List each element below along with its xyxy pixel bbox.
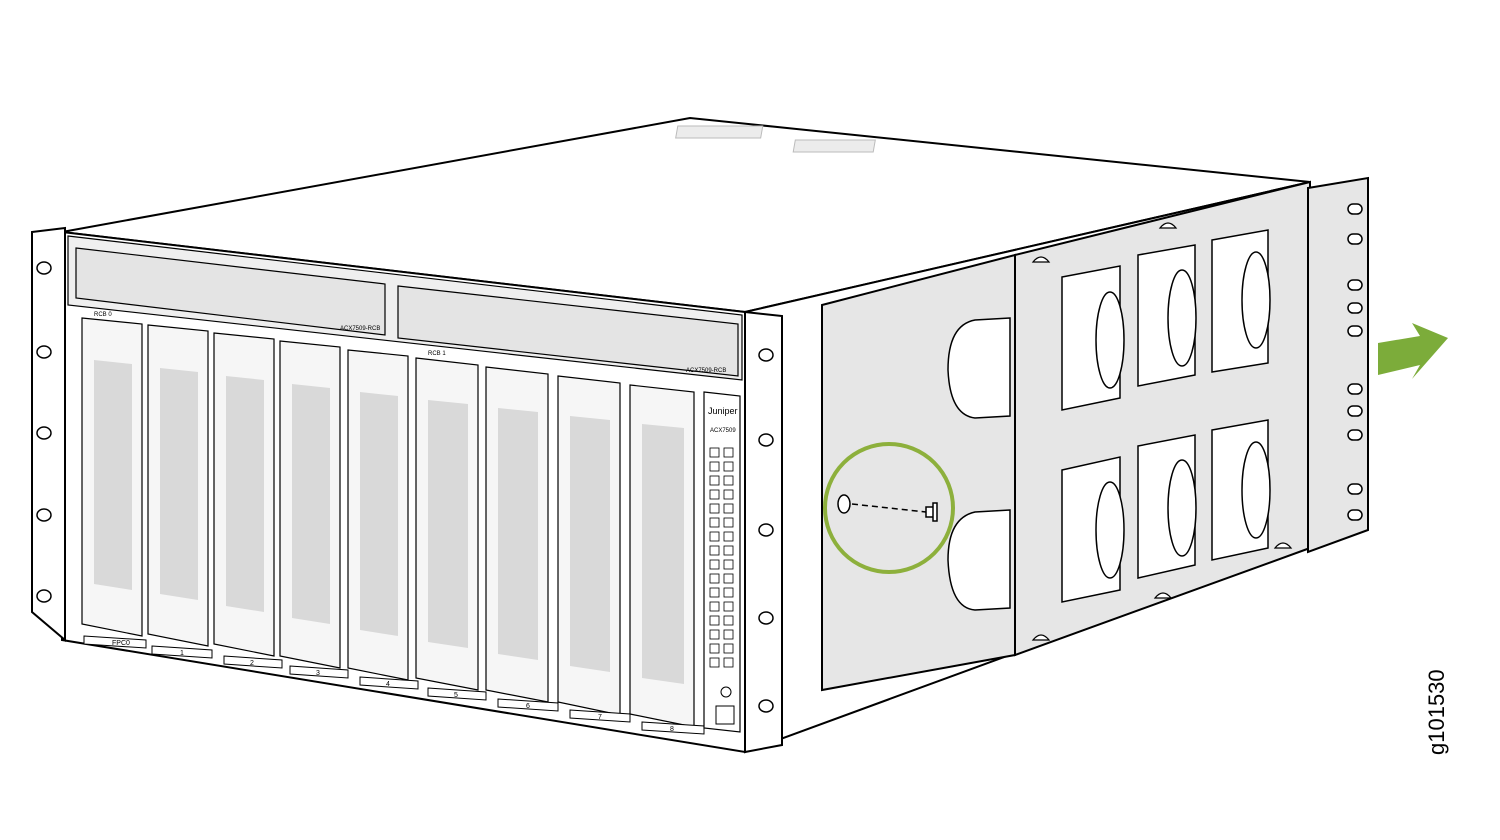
screw-removal-callout bbox=[823, 442, 955, 574]
fpc-slot-label: FPC0 bbox=[112, 640, 130, 647]
fpc-slot-label: 5 bbox=[454, 692, 458, 699]
rcb-slot-label: RCB 0 bbox=[94, 312, 112, 318]
fpc-slot-label: 6 bbox=[526, 703, 530, 710]
juniper-logo: Juniper bbox=[708, 406, 738, 416]
rear-mounting-ear bbox=[1307, 176, 1369, 554]
figure-id: g101530 bbox=[1424, 669, 1449, 755]
fpc-slot-label: 8 bbox=[670, 726, 674, 733]
front-panel: RCB 0 ACX7509-RCB RCB 1 ACX7509-RCB bbox=[31, 226, 783, 754]
fpc-slot-label: 1 bbox=[180, 650, 184, 657]
screw-icon bbox=[925, 502, 938, 522]
fpc-slot-label: 4 bbox=[386, 681, 390, 688]
rcb-module-0: RCB 0 ACX7509-RCB bbox=[75, 247, 386, 336]
rcb-slot-label: RCB 1 bbox=[428, 351, 446, 357]
fpc-slot-label: 7 bbox=[598, 714, 602, 721]
mounting-bracket bbox=[821, 176, 1369, 692]
slide-out-arrow bbox=[1378, 323, 1448, 379]
craft-interface bbox=[703, 391, 741, 733]
fpc-slot-label: 2 bbox=[250, 660, 254, 667]
rcb-module-label: ACX7509-RCB bbox=[686, 368, 726, 374]
screw-hole-icon bbox=[837, 494, 851, 514]
fpc-slot-label: 3 bbox=[316, 670, 320, 677]
rcb-module-1: RCB 1 ACX7509-RCB bbox=[397, 285, 739, 377]
device-model-label: ACX7509 bbox=[710, 428, 736, 434]
rcb-module-label: ACX7509-RCB bbox=[340, 326, 380, 332]
